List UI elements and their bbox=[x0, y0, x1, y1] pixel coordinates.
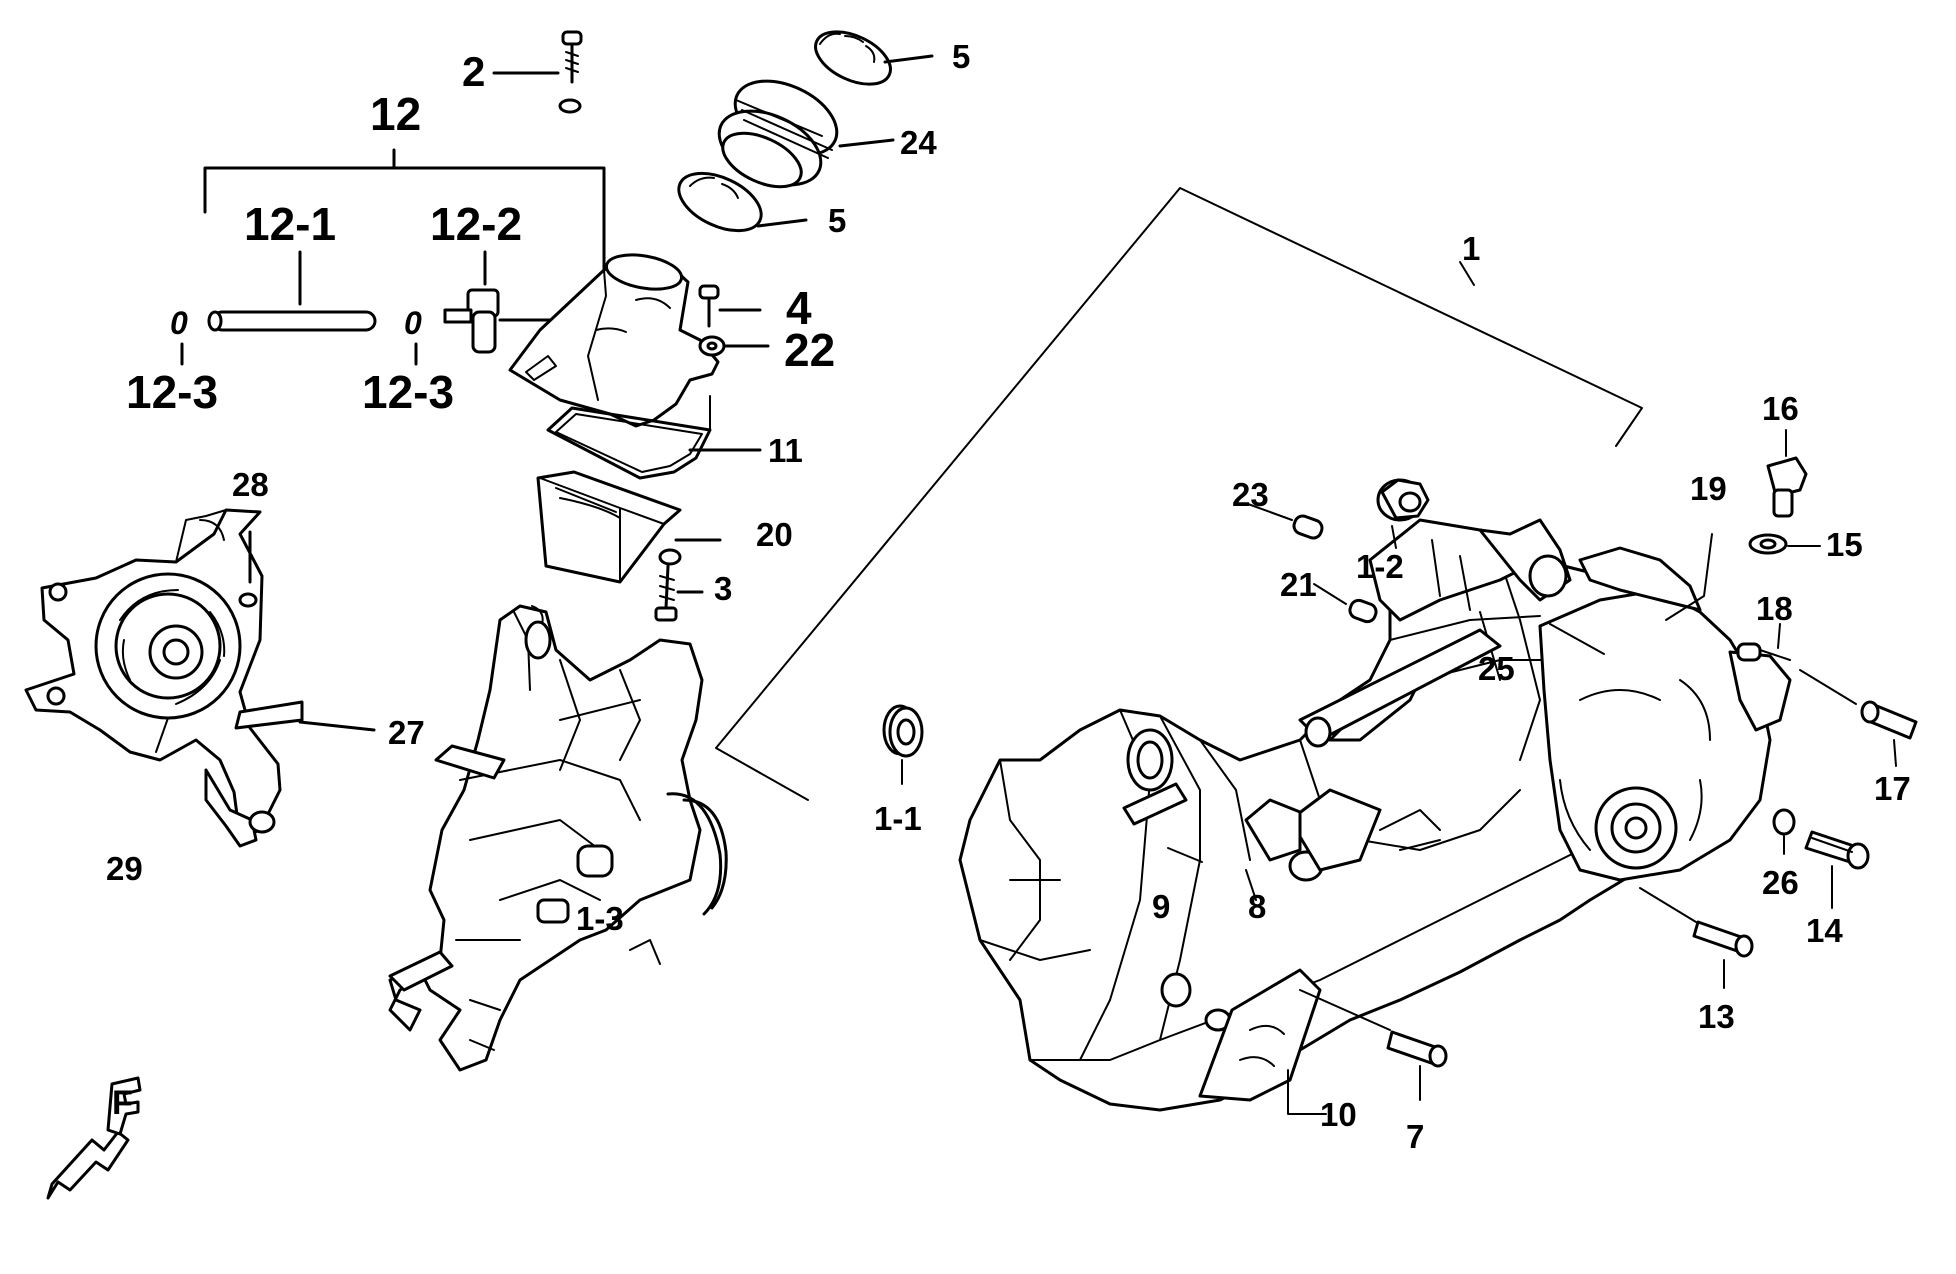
label-5-bottom: 5 bbox=[828, 202, 846, 239]
part-14-bolt bbox=[1804, 830, 1870, 909]
part-22-washer bbox=[698, 335, 770, 357]
label-23: 23 bbox=[1232, 476, 1269, 513]
part-1-1-oil-seal bbox=[882, 704, 924, 785]
part-24-filter-element bbox=[717, 79, 895, 189]
part-26-washer bbox=[1772, 808, 1796, 855]
front-direction-marker bbox=[46, 1076, 142, 1200]
part-12-1-hose bbox=[207, 310, 377, 332]
label-19: 19 bbox=[1690, 470, 1727, 507]
label-12-3-a: 12-3 bbox=[126, 366, 218, 418]
label-26: 26 bbox=[1762, 864, 1799, 901]
label-24: 24 bbox=[900, 124, 937, 161]
label-1: 1 bbox=[1462, 230, 1480, 267]
part-15-washer bbox=[1748, 533, 1821, 555]
label-17: 17 bbox=[1874, 770, 1911, 807]
part-1-2-bushing bbox=[1376, 478, 1430, 549]
label-28: 28 bbox=[232, 466, 269, 503]
part-12-2-fitting bbox=[443, 288, 578, 354]
label-1-1: 1-1 bbox=[874, 800, 922, 837]
label-29: 29 bbox=[106, 850, 143, 887]
part-4-screw bbox=[698, 284, 762, 328]
label-oring-a: 0 bbox=[170, 305, 188, 341]
label-5-top: 5 bbox=[952, 38, 970, 75]
group-12-bracket bbox=[203, 148, 606, 306]
label-9: 9 bbox=[1152, 888, 1170, 925]
label-2: 2 bbox=[462, 48, 485, 95]
part-12-intake-cover bbox=[508, 253, 720, 428]
part-7-bolt bbox=[1299, 989, 1448, 1101]
label-11: 11 bbox=[768, 432, 803, 469]
part-16-drain-bolt bbox=[1766, 429, 1808, 518]
part-5-cap-bottom bbox=[677, 171, 808, 233]
label-oring-b: 0 bbox=[404, 305, 422, 341]
callout-labels: 12 12-1 12-2 0 0 12-3 12-3 2 5 24 5 4 22… bbox=[106, 38, 1911, 1155]
part-5-cap-top bbox=[814, 30, 934, 86]
label-1-3: 1-3 bbox=[576, 900, 624, 937]
part-13-bolt bbox=[1639, 887, 1754, 989]
part-27-gasket bbox=[234, 700, 376, 732]
label-12-3-b: 12-3 bbox=[362, 366, 454, 418]
front-marker-letter: F bbox=[112, 1084, 133, 1122]
part-20-reed-valve bbox=[536, 470, 682, 584]
label-12-1: 12-1 bbox=[244, 198, 336, 250]
part-17-bolt bbox=[1799, 669, 1918, 767]
part-28-dowel bbox=[238, 530, 258, 608]
label-16: 16 bbox=[1762, 390, 1799, 427]
part-29-side-cover bbox=[24, 508, 282, 848]
part-21-dowel-pin bbox=[1313, 583, 1378, 624]
label-13: 13 bbox=[1698, 998, 1735, 1035]
label-15: 15 bbox=[1826, 526, 1863, 563]
label-25: 25 bbox=[1478, 650, 1515, 687]
part-3-bolt bbox=[654, 538, 722, 622]
group-1-bracket bbox=[715, 187, 1643, 801]
part-18-dowel bbox=[1759, 623, 1791, 661]
label-21: 21 bbox=[1280, 566, 1317, 603]
part-23-dowel-pin bbox=[1247, 503, 1324, 540]
leader-lines-crankcase bbox=[1167, 533, 1713, 1115]
part-1-3-left-crankcase bbox=[388, 604, 728, 1072]
label-8: 8 bbox=[1248, 888, 1266, 925]
label-12-2: 12-2 bbox=[430, 198, 522, 250]
part-1-main-crankcase bbox=[958, 518, 1792, 1112]
label-14: 14 bbox=[1806, 912, 1843, 949]
label-22: 22 bbox=[784, 324, 835, 376]
label-3: 3 bbox=[714, 570, 732, 607]
part-11-gasket bbox=[546, 395, 762, 480]
label-4: 4 bbox=[786, 282, 812, 334]
label-12: 12 bbox=[370, 88, 421, 140]
label-20: 20 bbox=[756, 516, 793, 553]
label-7: 7 bbox=[1406, 1118, 1424, 1155]
label-27: 27 bbox=[388, 714, 425, 751]
label-1-2: 1-2 bbox=[1356, 548, 1404, 585]
part-2-screw bbox=[492, 30, 583, 114]
label-10: 10 bbox=[1320, 1096, 1357, 1133]
label-18: 18 bbox=[1756, 590, 1793, 627]
